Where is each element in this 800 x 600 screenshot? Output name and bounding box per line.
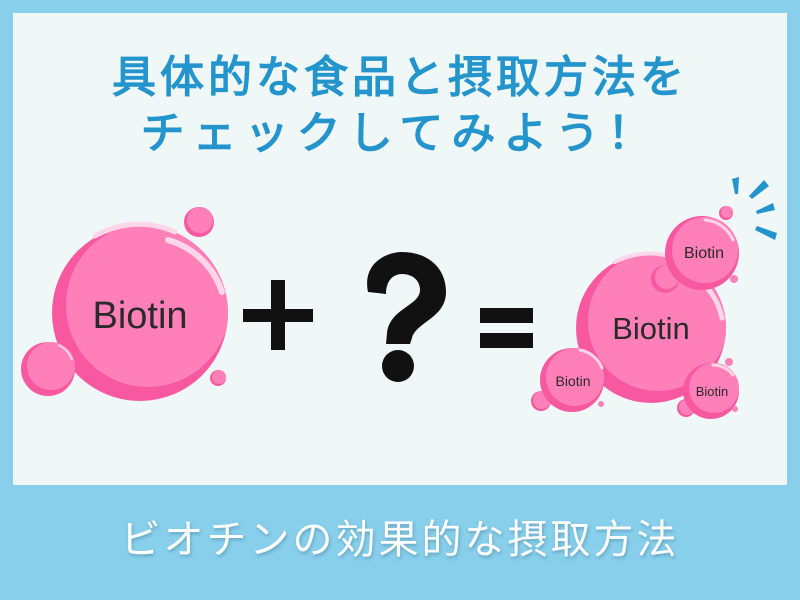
bubble-icon bbox=[665, 216, 739, 290]
bubble-icon bbox=[540, 348, 604, 412]
tiny-bubble-icon bbox=[598, 401, 604, 407]
tiny-bubble-icon bbox=[210, 370, 226, 386]
plus-icon bbox=[243, 280, 313, 350]
main-result-bubble-label: Biotin bbox=[612, 311, 690, 346]
equals-icon bbox=[480, 308, 533, 348]
bubble-icon bbox=[683, 363, 739, 419]
bubble-icon bbox=[52, 221, 228, 401]
footer-caption: ビオチンの効果的な摂取方法 bbox=[120, 517, 680, 563]
bottom-left-bubble-label: Biotin bbox=[555, 373, 590, 389]
right-biotin-bubble-group: Biotin Biotin Biotin Biotin bbox=[531, 206, 739, 419]
top-right-bubble-label: Biotin bbox=[684, 245, 724, 262]
tiny-bubble-icon bbox=[725, 358, 733, 366]
heading-line-1: 具体的な食品と摂取方法を bbox=[112, 52, 688, 103]
heading-line-2: チェックしてみよう！ bbox=[140, 108, 660, 159]
tiny-bubble-icon bbox=[732, 406, 738, 412]
left-bubble-label: Biotin bbox=[92, 295, 187, 337]
sparkle-icon bbox=[732, 177, 777, 240]
bottom-right-bubble-label: Biotin bbox=[696, 384, 729, 399]
tiny-bubble-icon bbox=[730, 275, 738, 283]
tiny-bubble-icon bbox=[719, 206, 733, 220]
small-bubble-icon bbox=[184, 207, 214, 237]
question-mark-icon bbox=[367, 252, 446, 382]
small-bubble-icon bbox=[21, 342, 75, 396]
left-biotin-bubble-group: Biotin bbox=[21, 207, 228, 401]
